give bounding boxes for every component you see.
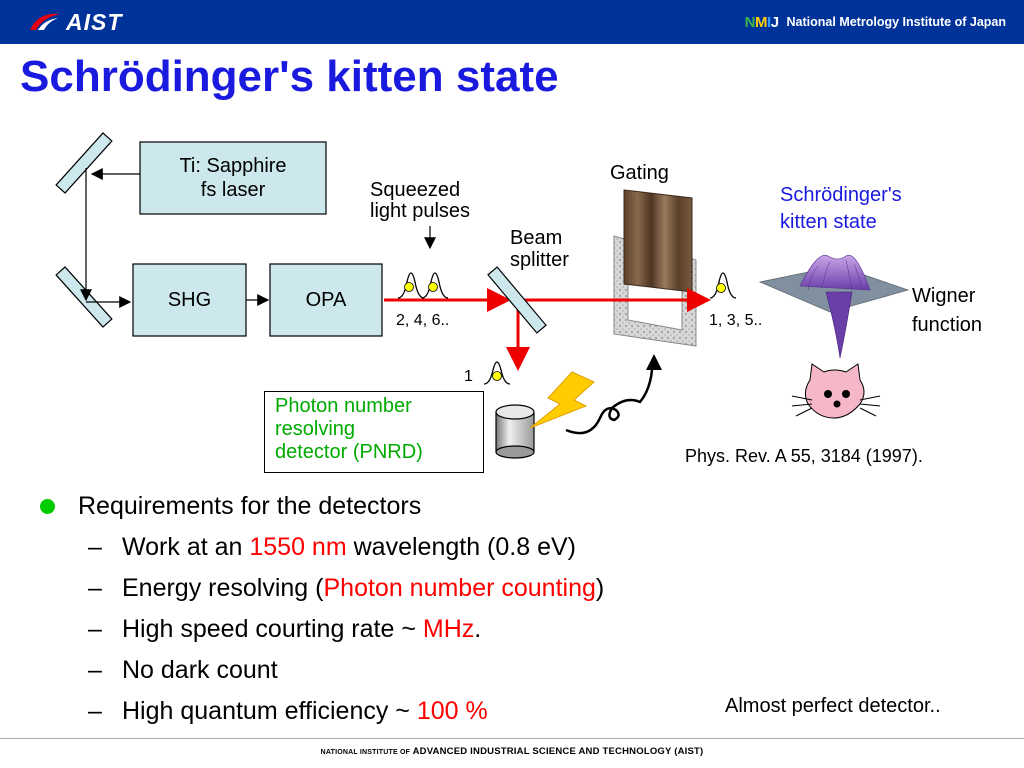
pulses-even-label: 2, 4, 6.. [396,312,450,329]
shg-box [132,263,247,337]
aist-swoosh-icon [30,13,60,30]
list-item: –Energy resolving (Photon number countin… [88,574,605,602]
detector-icon [495,404,535,459]
footer-prefix: NATIONAL INSTITUTE OF [320,749,411,756]
list-item: –High speed courting rate ~ MHz. [88,615,482,643]
nmij-logo: NMIJ [744,13,779,31]
footer: NATIONAL INSTITUTE OF ADVANCED INDUSTRIA… [0,746,1024,757]
aist-logo-text: AIST [66,8,123,35]
bullet-dot-icon [40,499,55,514]
cat-icon [791,363,881,419]
gating-label: Gating [610,162,669,184]
page-title: Schrödinger's kitten state [20,52,559,101]
opa-box [269,263,383,337]
laser-box [139,141,327,215]
mirror-bottom [55,266,113,328]
list-item: –No dark count [88,656,278,684]
beam-splitter [487,266,547,334]
footer-divider [0,738,1024,739]
wigner-plot [758,254,910,359]
nmij-branding: NMIJ National Metrology Institute of Jap… [745,0,1006,44]
list-item: –High quantum efficiency ~ 100 % [88,697,488,725]
footer-name: ADVANCED INDUSTRIAL SCIENCE AND TECHNOLO… [412,746,704,757]
list-item: –Work at an 1550 nm wavelength (0.8 eV) [88,533,576,561]
aist-logo: AIST [28,6,122,38]
requirements-list: Requirements for the detectors –Work at … [40,486,604,732]
lightning-icon [529,371,595,429]
pulse-one-label: 1 [464,368,473,385]
shg-label: SHG [167,289,212,311]
detector-note: Almost perfect detector.. [725,695,941,717]
mirror-top [55,132,113,194]
requirements-heading: Requirements for the detectors [40,486,604,527]
gating-shutter [623,189,693,293]
nmij-institute-name: National Metrology Institute of Japan [786,15,1006,29]
header-bar: AIST NMIJ National Metrology Institute o… [0,0,1024,44]
opa-label: OPA [305,289,347,311]
reference-citation: Phys. Rev. A 55, 3184 (1997). [685,446,923,466]
pulses-odd-label: 1, 3, 5.. [709,312,763,329]
